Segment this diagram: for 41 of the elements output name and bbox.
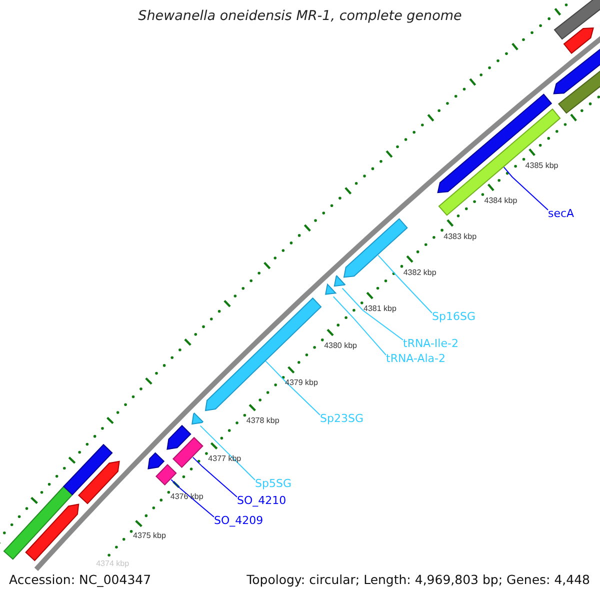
tick-label: 4384 kbp: [484, 197, 518, 206]
gene-label: Sp23SG: [320, 413, 364, 426]
tick-label: 4385 kbp: [525, 162, 558, 172]
gene-feature: [554, 0, 600, 40]
gene-label: SO_4210: [237, 495, 286, 508]
gene-feature: [63, 444, 113, 496]
gene-feature: [192, 412, 204, 425]
leader-line: [503, 166, 548, 210]
gene-feature: [563, 27, 594, 54]
gene-feature: [3, 486, 74, 560]
gene-label: SO_4209: [214, 515, 264, 528]
tick-label: 4374 kbp: [96, 560, 130, 569]
title: Shewanella oneidensis MR-1, complete genome: [137, 9, 463, 24]
footer-text: Topology: circular; Length: 4,969,803 bp; Genes: 4,448: [246, 573, 590, 587]
tick-label: 4381 kbp: [364, 305, 396, 314]
gene-feature: [25, 504, 80, 562]
gene-feature: [334, 275, 346, 287]
gene-feature: [172, 436, 204, 468]
gene-label: secA: [548, 208, 574, 220]
leader-line: [192, 456, 238, 498]
gene-feature: [166, 424, 192, 450]
leader-line: [170, 479, 214, 518]
gene-feature: [148, 452, 165, 470]
leader-line: [265, 360, 320, 416]
footer-text: Accession: NC_004347: [9, 573, 152, 587]
gene-label: Sp16SG: [432, 311, 476, 324]
gene-label: tRNA-Ala-2: [386, 353, 446, 366]
gene-feature: [324, 284, 336, 295]
leader-line: [378, 254, 432, 314]
tick-label: 4376 kbp: [170, 493, 204, 502]
gene-feature: [204, 297, 322, 412]
leader-line: [332, 296, 386, 356]
leader-line: [342, 288, 404, 340]
leader-line: [200, 425, 256, 480]
gene-label: Sp5SG: [255, 478, 292, 490]
gene-feature: [156, 464, 177, 486]
gene-label: tRNA-Ile-2: [403, 338, 458, 350]
gene-feature: [78, 460, 120, 504]
tick-label: 4375 kbp: [133, 532, 166, 541]
tick-label: 4383 kbp: [444, 232, 477, 242]
tick-label: 4382 kbp: [403, 268, 436, 278]
